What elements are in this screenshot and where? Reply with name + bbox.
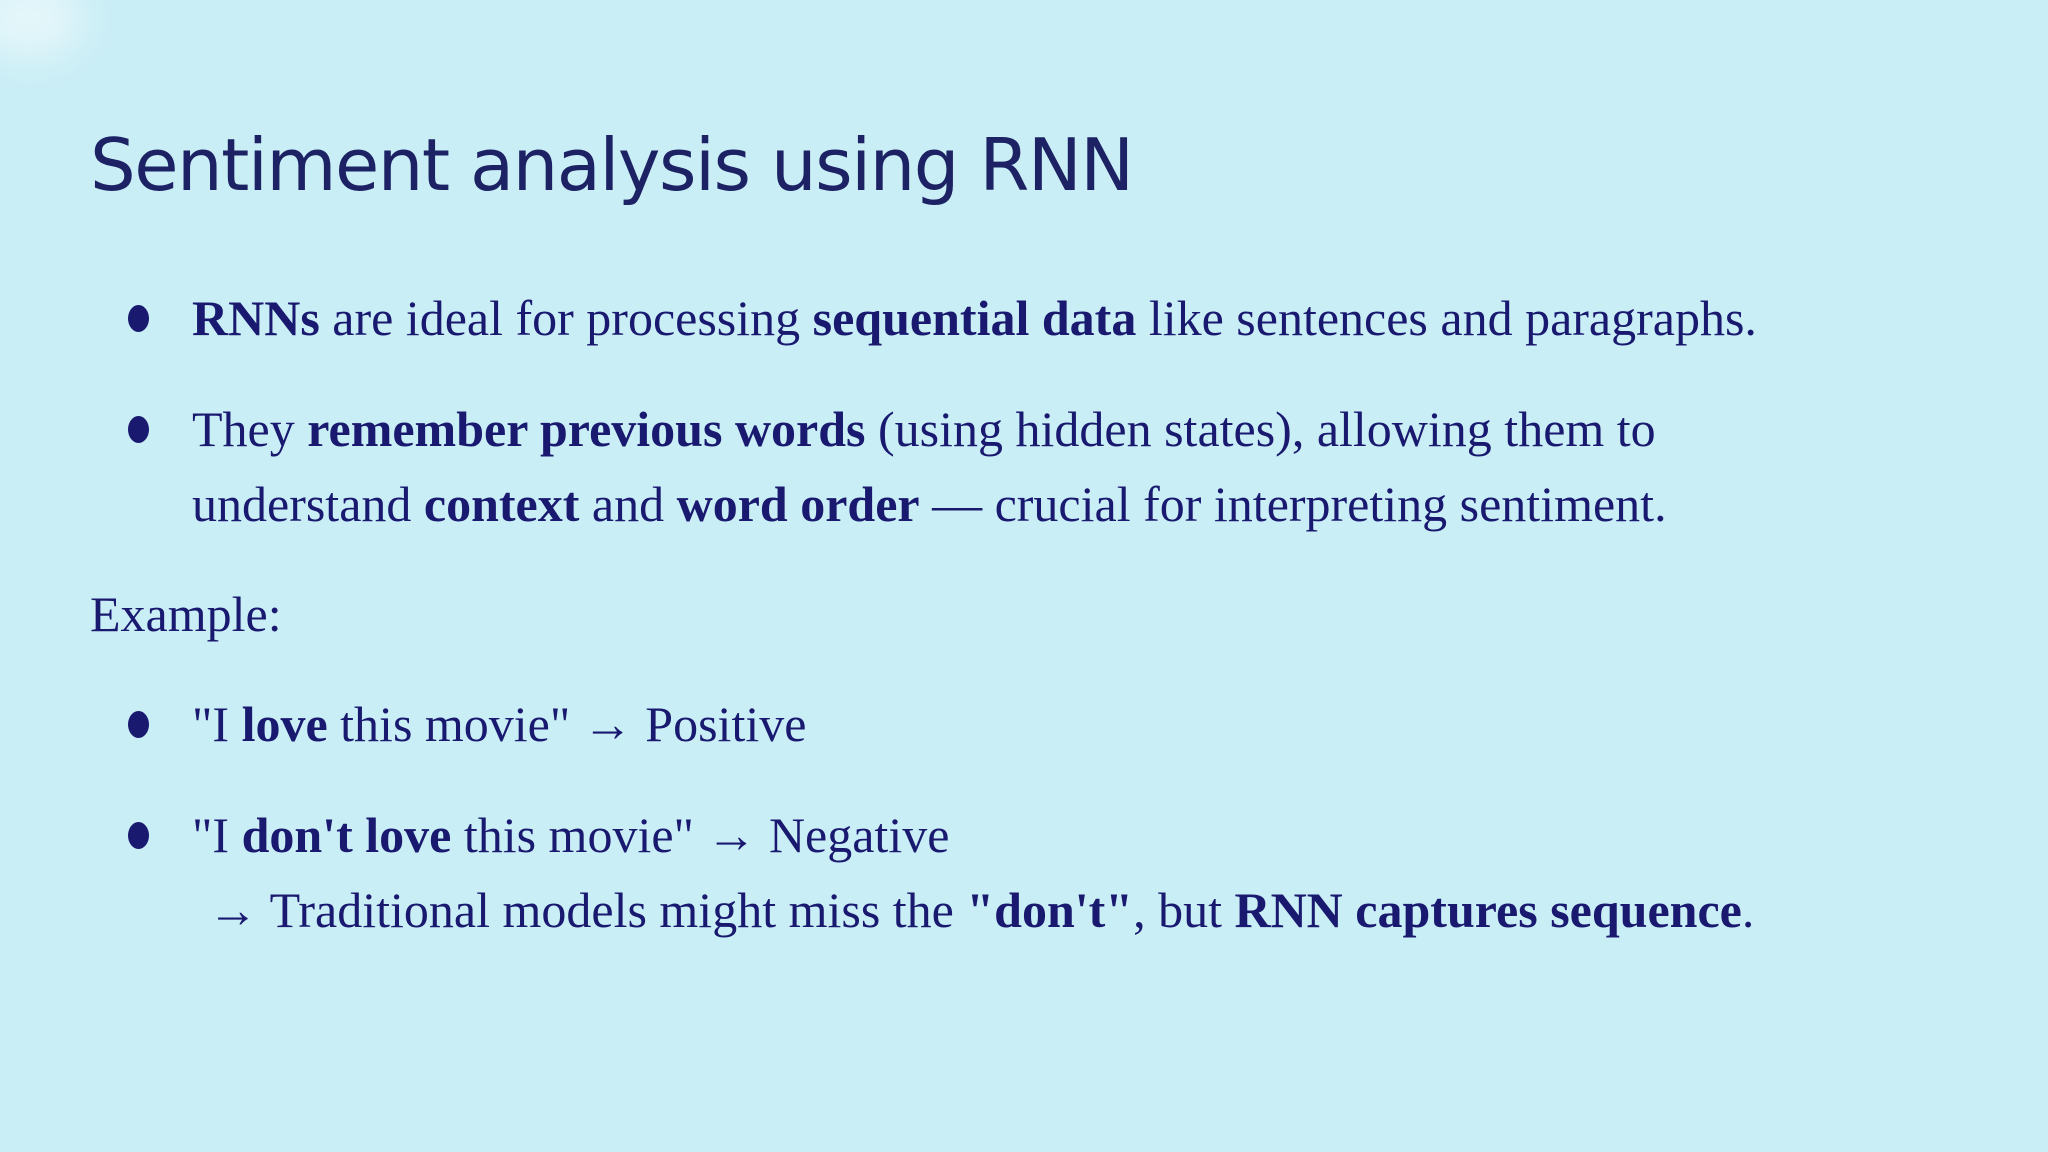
bullet-text: RNNs are ideal for processing sequential… (192, 281, 1757, 356)
text-segment: . (1741, 882, 1755, 938)
bullet-item: RNNs are ideal for processing sequential… (90, 281, 2008, 356)
text-segment: — crucial for interpreting sentiment. (919, 476, 1667, 532)
bullet-dot-icon (128, 822, 149, 849)
bullet-text-line: understand context and word order — cruc… (192, 467, 1667, 542)
bold-text-segment: RNN captures sequence (1234, 882, 1742, 938)
bullet-text-line: → Traditional models might miss the "don… (192, 873, 1754, 948)
bold-text-segment: "don't" (966, 882, 1134, 938)
text-segment: They (192, 401, 308, 457)
text-segment: this movie" → Negative (451, 807, 950, 863)
text-segment: "I (192, 807, 242, 863)
text-segment: this movie" → Positive (327, 696, 807, 752)
bullet-text: They remember previous words (using hidd… (192, 392, 1667, 542)
bullet-dot-icon (128, 416, 149, 443)
bold-text-segment: don't love (241, 807, 452, 863)
slide-title: Sentiment analysis using RNN (90, 123, 1134, 207)
bullet-dot-icon (128, 305, 149, 332)
text-segment: (using hidden states), allowing them to (865, 401, 1656, 457)
bold-text-segment: context (423, 476, 580, 532)
bullet-text-line: "I love this movie" → Positive (192, 687, 806, 762)
text-segment: and (579, 476, 677, 532)
bold-text-segment: love (241, 696, 328, 752)
bullet-item: "I don't love this movie" → Negative→ Tr… (90, 798, 2008, 948)
bullet-text: "I don't love this movie" → Negative→ Tr… (192, 798, 1754, 948)
bullet-text-line: RNNs are ideal for processing sequential… (192, 281, 1757, 356)
corner-glow-decoration (0, 0, 84, 58)
bullet-dot-icon (128, 711, 149, 738)
bold-text-segment: remember previous words (307, 401, 866, 457)
text-segment: like sentences and paragraphs. (1136, 290, 1757, 346)
bold-text-segment: sequential data (812, 290, 1137, 346)
text-segment: "I (192, 696, 242, 752)
bullet-text-line: They remember previous words (using hidd… (192, 392, 1667, 467)
bullet-text-line: "I don't love this movie" → Negative (192, 798, 1754, 873)
text-segment: are ideal for processing (319, 290, 813, 346)
bullet-item: They remember previous words (using hidd… (90, 392, 2008, 542)
bullet-text: "I love this movie" → Positive (192, 687, 806, 762)
bullet-item: "I love this movie" → Positive (90, 687, 2008, 762)
text-segment: understand (192, 476, 424, 532)
text-segment: → Traditional models might miss the (208, 882, 967, 938)
bold-text-segment: RNNs (192, 290, 320, 346)
text-segment: , but (1133, 882, 1235, 938)
bold-text-segment: word order (676, 476, 920, 532)
main-bullet-list: RNNs are ideal for processing sequential… (90, 281, 2008, 542)
example-bullet-list: "I love this movie" → Positive"I don't l… (90, 687, 2008, 948)
example-label: Example: (90, 586, 282, 642)
